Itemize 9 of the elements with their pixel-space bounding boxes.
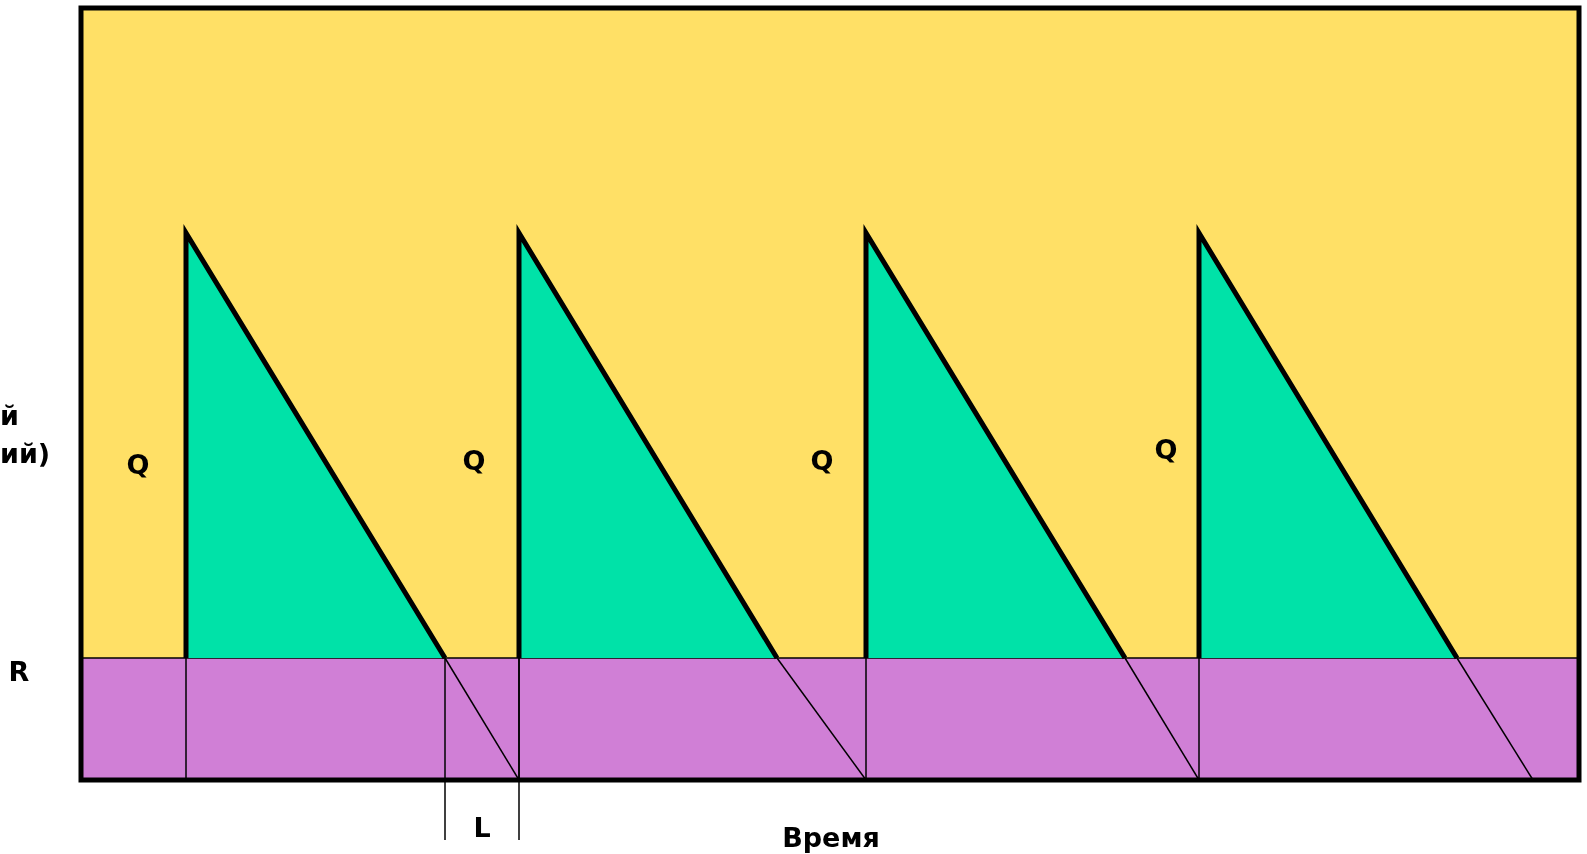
order-quantity-label: Q <box>1154 435 1178 463</box>
axis-label-fragment: ий) <box>0 439 51 467</box>
axis-label: Время <box>782 823 880 851</box>
order-quantity-label: Q <box>126 450 150 478</box>
lead-time-label: L <box>473 813 491 841</box>
order-quantity-label: Q <box>810 446 834 474</box>
order-quantity-label: Q <box>462 446 486 474</box>
axis-label-fragment: й <box>0 401 19 429</box>
reorder-level-label: R <box>8 657 30 685</box>
